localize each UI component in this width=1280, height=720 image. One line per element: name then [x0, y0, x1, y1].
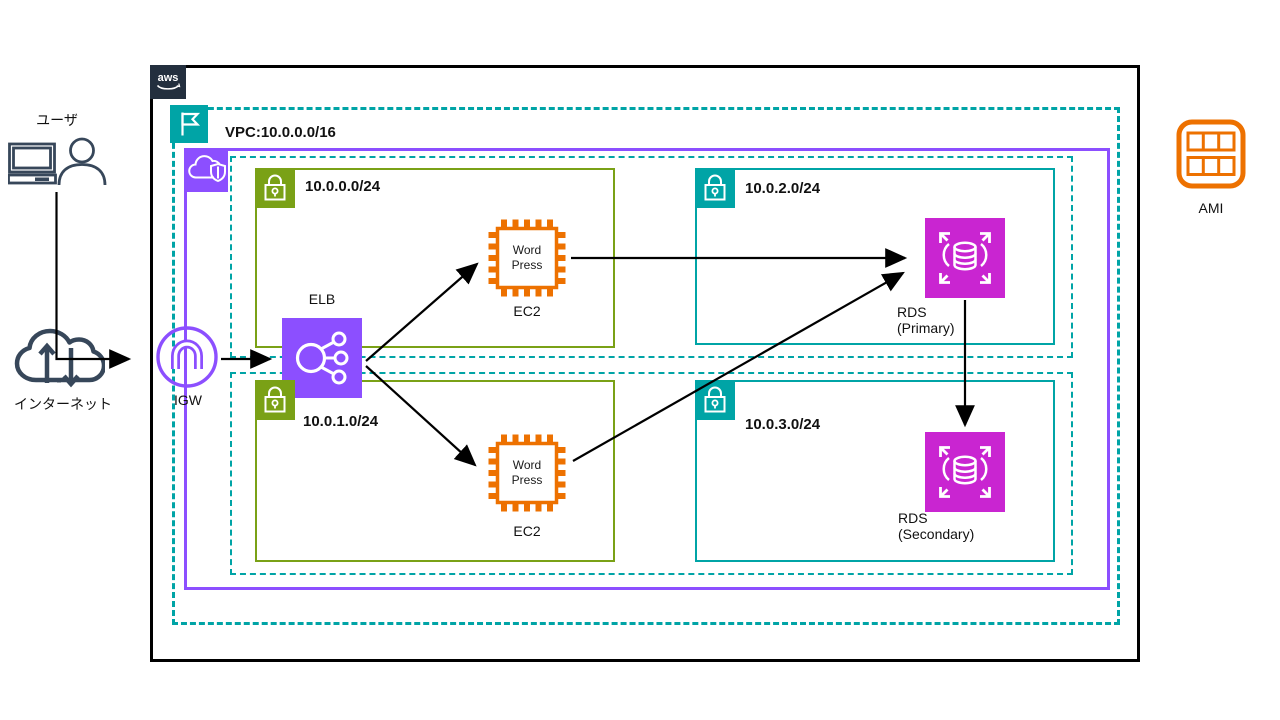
internet-gateway-icon[interactable] [154, 324, 220, 390]
rds-primary-label: RDS (Primary) [897, 304, 955, 336]
igw-label: IGW [174, 392, 202, 408]
ec2-label: EC2 [513, 303, 541, 319]
lock-icon [255, 168, 295, 208]
subnet-cidr-label: 10.0.0.0/24 [305, 178, 381, 195]
subnet-cidr-label: 10.0.2.0/24 [745, 180, 821, 197]
user-computer-icon[interactable] [8, 135, 108, 187]
cloud-shield-icon [184, 148, 228, 192]
aws-cloud-box[interactable] [150, 65, 1140, 662]
rds-secondary-label: RDS (Secondary) [898, 510, 975, 542]
rds-icon[interactable] [925, 218, 1005, 298]
ec2-body-label: Word Press [511, 243, 543, 272]
cloud-arrows-icon[interactable] [13, 322, 105, 394]
aws-logo: aws [150, 65, 186, 99]
aws-logo-text: aws [158, 72, 179, 84]
lock-icon [695, 380, 735, 420]
subnet-cidr-label: 10.0.3.0/24 [745, 416, 821, 433]
flag-icon [170, 105, 208, 143]
ami-grid-icon[interactable] [1175, 118, 1247, 190]
load-balancer-icon[interactable] [282, 318, 362, 398]
subnet-cidr-label: 10.0.1.0/24 [303, 413, 379, 430]
ec2-body-label: Word Press [511, 458, 543, 487]
elb-label: ELB [308, 291, 336, 307]
lock-icon [255, 380, 295, 420]
lock-icon [695, 168, 735, 208]
internet-label: インターネット [14, 396, 112, 412]
rds-icon[interactable] [925, 432, 1005, 512]
user-label: ユーザ [36, 112, 78, 128]
ami-label: AMI [1198, 200, 1224, 216]
vpc-label: VPC:10.0.0.0/16 [225, 124, 336, 141]
ec2-chip-icon[interactable] [487, 433, 567, 513]
security-boundary-box[interactable] [184, 148, 1110, 590]
ec2-label: EC2 [513, 523, 541, 539]
ec2-chip-icon[interactable] [487, 218, 567, 298]
